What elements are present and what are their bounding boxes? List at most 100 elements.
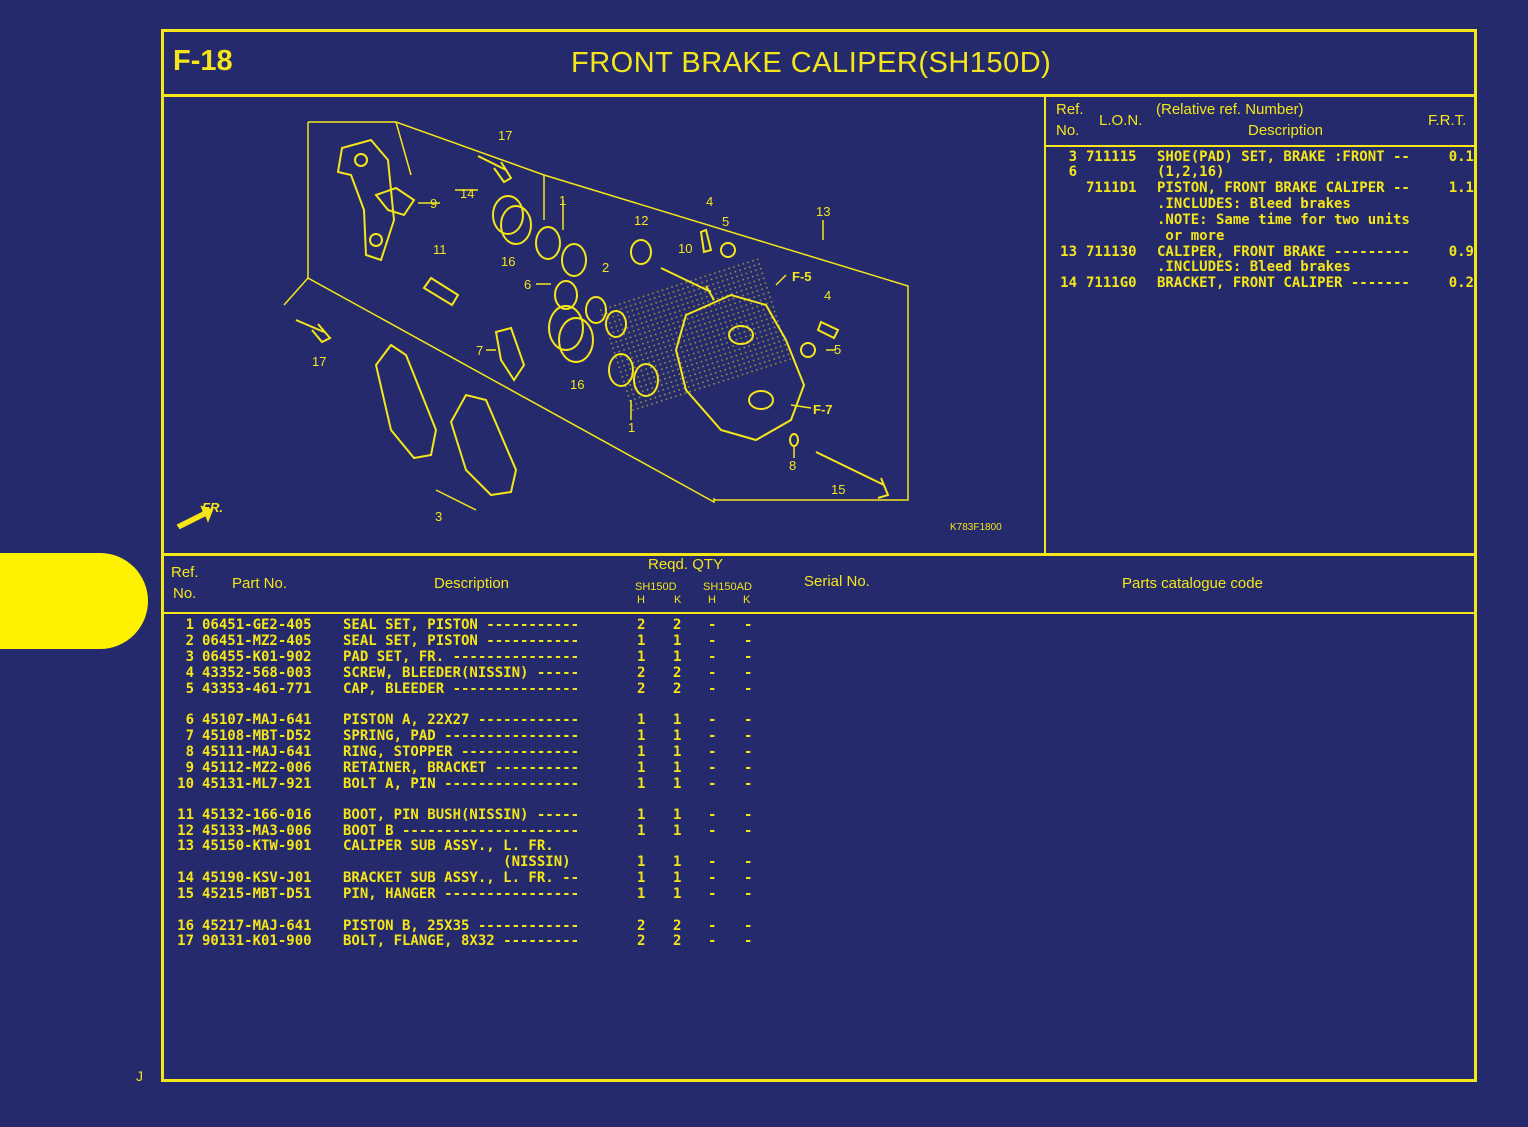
reqd-qty-label: Reqd. QTY bbox=[648, 556, 724, 573]
lon-ref: 14 bbox=[1060, 275, 1077, 291]
part-ref: 7 bbox=[185, 728, 194, 744]
part-number: 45107-MAJ-641 bbox=[202, 712, 312, 728]
part-description: BOLT A, PIN ---------------- bbox=[343, 776, 580, 792]
callout: 14 bbox=[460, 186, 474, 201]
qty-h2: - bbox=[708, 854, 717, 870]
lon-frt: 1.1 bbox=[1448, 180, 1474, 196]
section-divider bbox=[161, 553, 1477, 556]
model-sh150ad-label: SH150AD bbox=[703, 581, 752, 593]
part-number: 43352-568-003 bbox=[202, 665, 312, 681]
qty-h1: 1 bbox=[637, 854, 646, 870]
qty-h2: - bbox=[708, 712, 717, 728]
part-description: BOOT, PIN BUSH(NISSIN) ----- bbox=[343, 807, 580, 823]
qty-k1: 1 bbox=[673, 728, 682, 744]
part-number: 45215-MBT-D51 bbox=[202, 886, 312, 902]
lon-frt: 0.1 bbox=[1448, 149, 1474, 165]
lon-code: 711130 bbox=[1086, 244, 1137, 260]
lon-description: (1,2,16) bbox=[1157, 164, 1225, 180]
qty-h1: 2 bbox=[637, 681, 646, 697]
part-number: 45111-MAJ-641 bbox=[202, 744, 312, 760]
cap-5-top bbox=[720, 242, 736, 258]
bleeder-4-right bbox=[816, 320, 840, 340]
part-ref: 1 bbox=[185, 617, 194, 633]
part-description: BOOT B --------------------- bbox=[343, 823, 580, 839]
qty-h1: 2 bbox=[637, 665, 646, 681]
callout: 6 bbox=[524, 277, 531, 292]
qty-k2: - bbox=[744, 681, 753, 697]
part-number: 45217-MAJ-641 bbox=[202, 918, 312, 934]
lon-description: .INCLUDES: Bleed brakes bbox=[1157, 259, 1351, 275]
callout: 16 bbox=[570, 377, 584, 392]
callout: 2 bbox=[602, 260, 609, 275]
part-number: 90131-K01-900 bbox=[202, 933, 312, 949]
k2-label: K bbox=[743, 594, 751, 606]
page-title: FRONT BRAKE CALIPER(SH150D) bbox=[571, 47, 1052, 79]
boot-12 bbox=[630, 239, 652, 265]
qty-h2: - bbox=[708, 681, 717, 697]
lon-description: BRACKET, FRONT CALIPER ------- bbox=[1157, 275, 1410, 291]
part-number: 45112-MZ2-006 bbox=[202, 760, 312, 776]
qty-h1: 1 bbox=[637, 728, 646, 744]
part-ref: 15 bbox=[177, 886, 194, 902]
callout: F-5 bbox=[792, 269, 812, 284]
part-number: 45132-166-016 bbox=[202, 807, 312, 823]
piston-6 bbox=[554, 280, 578, 310]
qty-k2: - bbox=[744, 854, 753, 870]
bracket-14 bbox=[336, 138, 396, 262]
part-ref: 4 bbox=[185, 665, 194, 681]
qty-k2: - bbox=[744, 776, 753, 792]
lon-description: PISTON, FRONT BRAKE CALIPER -- bbox=[1157, 180, 1410, 196]
h1-label: H bbox=[637, 594, 645, 606]
part-description: (NISSIN) bbox=[343, 854, 571, 870]
front-arrow bbox=[176, 505, 214, 530]
qty-k1: 1 bbox=[673, 760, 682, 776]
qty-k1: 1 bbox=[673, 854, 682, 870]
qty-k2: - bbox=[744, 870, 753, 886]
frt-label: F.R.T. bbox=[1428, 112, 1467, 129]
qty-h2: - bbox=[708, 633, 717, 649]
lon-description: SHOE(PAD) SET, BRAKE :FRONT -- bbox=[1157, 149, 1410, 165]
description-label: Description bbox=[434, 575, 510, 592]
part-description: RING, STOPPER -------------- bbox=[343, 744, 580, 760]
part-ref: 11 bbox=[177, 807, 194, 823]
qty-h1: 1 bbox=[637, 886, 646, 902]
qty-h2: - bbox=[708, 665, 717, 681]
lon-code: 7111G0 bbox=[1086, 275, 1137, 291]
part-ref: 3 bbox=[185, 649, 194, 665]
lon-ref-label: Ref. bbox=[1056, 101, 1084, 118]
part-ref: 2 bbox=[185, 633, 194, 649]
qty-k1: 1 bbox=[673, 870, 682, 886]
callout: 4 bbox=[824, 288, 831, 303]
callout: 3 bbox=[435, 509, 442, 524]
qty-k2: - bbox=[744, 712, 753, 728]
bolt-10 bbox=[660, 267, 715, 301]
section-tab[interactable] bbox=[0, 553, 148, 649]
pad-3-right bbox=[449, 393, 518, 497]
front-label: FR. bbox=[202, 500, 223, 515]
part-ref: 5 bbox=[185, 681, 194, 697]
qty-k1: 2 bbox=[673, 933, 682, 949]
qty-k2: - bbox=[744, 760, 753, 776]
page-header: F-18 FRONT BRAKE CALIPER(SH150D) bbox=[161, 29, 1477, 97]
lon-description: or more bbox=[1157, 228, 1225, 244]
part-number: 45131-ML7-921 bbox=[202, 776, 312, 792]
callout: 15 bbox=[831, 482, 845, 497]
callout: 13 bbox=[816, 204, 830, 219]
part-ref: 12 bbox=[177, 823, 194, 839]
qty-h2: - bbox=[708, 886, 717, 902]
diagram-outline-top bbox=[308, 121, 909, 501]
lon-ref: 3 bbox=[1068, 149, 1077, 165]
part-ref: 8 bbox=[185, 744, 194, 760]
qty-h1: 1 bbox=[637, 760, 646, 776]
qty-h1: 1 bbox=[637, 633, 646, 649]
parts-ref-label: Ref. bbox=[171, 564, 199, 581]
lon-ref: 13 bbox=[1060, 244, 1077, 260]
parts-catalogue-code-label: Parts catalogue code bbox=[1122, 575, 1263, 592]
qty-k2: - bbox=[744, 886, 753, 902]
callout: 7 bbox=[476, 343, 483, 358]
side-mark: J bbox=[136, 1068, 143, 1084]
part-description: CALIPER SUB ASSY., L. FR. bbox=[343, 838, 554, 854]
qty-k1: 1 bbox=[673, 886, 682, 902]
part-ref: 16 bbox=[177, 918, 194, 934]
qty-k1: 1 bbox=[673, 712, 682, 728]
